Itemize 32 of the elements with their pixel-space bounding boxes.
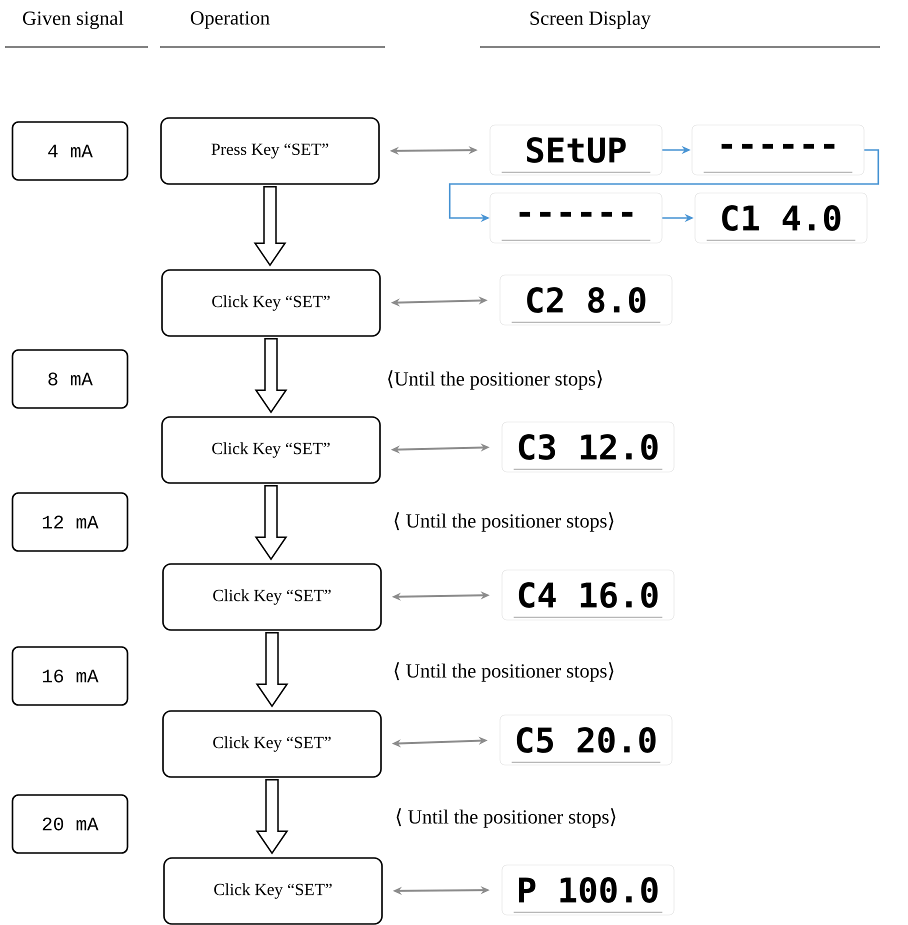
hollow-arrow [256,779,288,855]
display-screen: P 100.0 [502,864,674,916]
display-screen: SEtUP [490,124,662,176]
operation-box: Click Key “SET” [161,269,381,337]
signal-box: 4 mA [12,121,128,181]
signal-box: 20 mA [12,794,128,854]
column-heading: Given signal [23,10,124,30]
hollow-arrow [254,186,286,267]
display-screen: C4 16.0 [502,570,674,620]
operation-box: Click Key “SET” [161,416,381,484]
signal-box: 8 mA [12,349,128,409]
display-screen: C5 20.0 [500,714,672,766]
operation-box: Press Key “SET” [160,117,380,185]
hollow-arrow [254,485,288,561]
note-text: ⟨ Until the positioner stops⟩ [394,512,614,532]
note-text: ⟨Until the positioner stops⟩ [388,370,602,390]
operation-box: Click Key “SET” [162,710,382,778]
display-screen: ------ [490,192,662,244]
hollow-arrow [254,338,288,414]
display-screen: C3 12.0 [502,422,674,472]
display-screen: C1 4.0 [694,192,868,244]
display-screen: C2 8.0 [500,274,672,326]
column-heading: Operation [190,11,270,29]
signal-box: 16 mA [12,646,128,706]
note-text: ⟨ Until the positioner stops⟩ [396,808,616,828]
hollow-arrow [256,632,288,708]
operation-box: Click Key “SET” [163,857,383,925]
operation-box: Click Key “SET” [162,563,382,631]
display-screen: ------ [692,124,864,176]
note-text: ⟨ Until the positioner stops⟩ [394,662,614,682]
column-heading: Screen Display [530,10,651,30]
signal-box: 12 mA [12,492,128,552]
